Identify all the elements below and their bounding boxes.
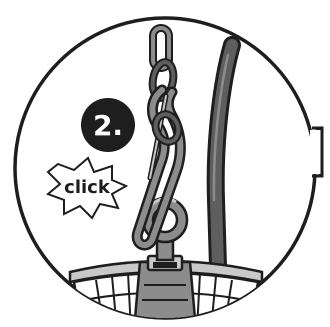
click-label: click <box>64 177 111 198</box>
step-number-badge: 2. <box>81 98 135 152</box>
step-number-label: 2. <box>93 109 123 142</box>
